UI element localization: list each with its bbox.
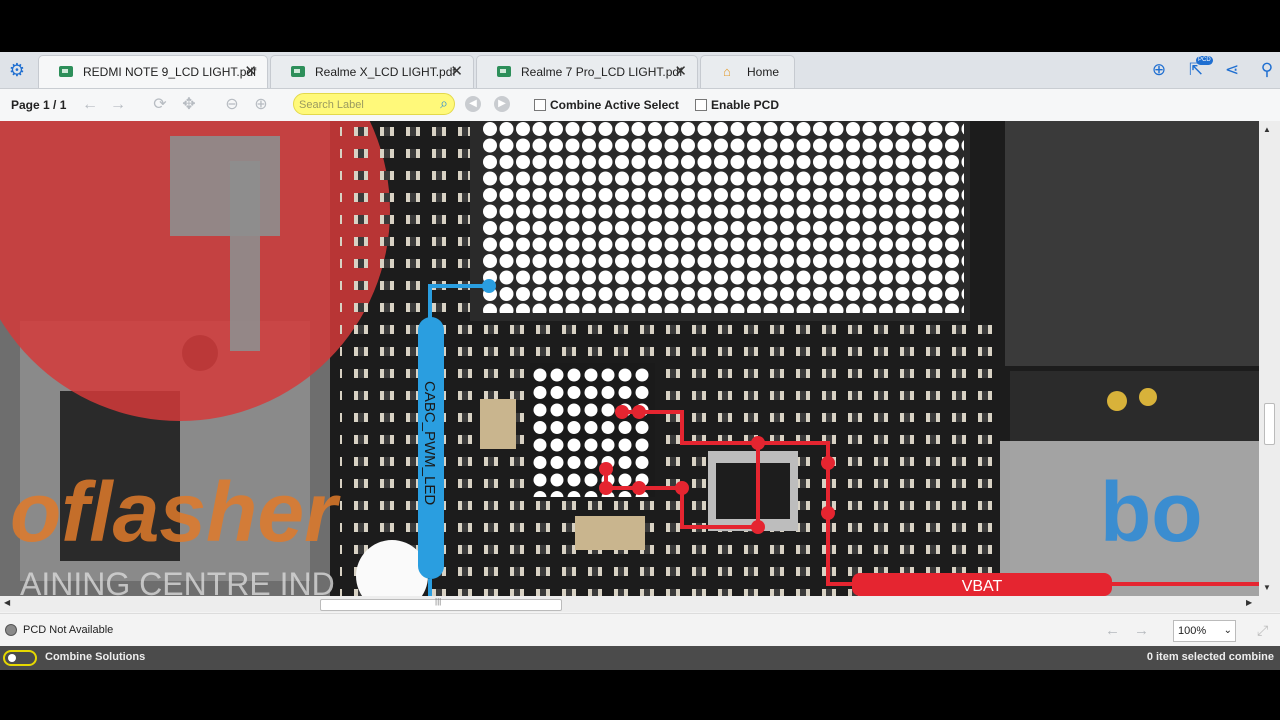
scroll-right-arrow-icon[interactable]: ▶ xyxy=(1246,598,1253,607)
toolbar: Page 1 / 1 ← → ⟳ ✥ ⊖ ⊕ ⌕ ◀ ▶ Combine Act… xyxy=(0,89,1280,122)
pdf-icon xyxy=(497,66,511,77)
combine-solutions-label: Combine Solutions xyxy=(45,651,146,663)
net-label-text: VBAT xyxy=(962,578,1003,595)
vertical-scrollbar[interactable]: ▲ ▼ xyxy=(1259,121,1280,596)
tab-home[interactable]: ⌂ Home xyxy=(700,55,795,88)
tab-bar: ⚙ REDMI NOTE 9_LCD LIGHT.pdf ✕ Realme X_… xyxy=(0,52,1280,89)
net-label-text: CABC_PWM_LED xyxy=(421,381,438,505)
bottom-bar: Combine Solutions 0 item selected combin… xyxy=(0,646,1280,670)
pcd-status-indicator xyxy=(5,624,17,636)
arrow-right-icon[interactable]: → xyxy=(110,96,126,113)
scroll-up-arrow-icon[interactable]: ▲ xyxy=(1263,125,1271,134)
chevron-down-icon: ⌄ xyxy=(1223,625,1232,636)
zoom-select[interactable]: 100% ⌄ xyxy=(1173,620,1236,642)
scroll-thumb[interactable]: ||| xyxy=(320,597,562,611)
document-viewer[interactable]: oflasher bo AINING CENTRE IND CABC_PWM_L… xyxy=(0,121,1259,596)
user-icon[interactable]: ⚲ xyxy=(1260,60,1274,79)
enable-pcd-checkbox[interactable]: Enable PCD xyxy=(695,98,779,112)
tab-label: Realme 7 Pro_LCD LIGHT.pdf xyxy=(521,65,683,79)
watermark-main: oflasher xyxy=(10,465,341,559)
checkbox-label: Enable PCD xyxy=(711,98,780,112)
scroll-left-arrow-icon[interactable]: ◀ xyxy=(4,598,11,607)
combine-selection-count: 0 item selected combine xyxy=(1146,651,1274,663)
horizontal-scrollbar[interactable]: ◀ ||| ▶ xyxy=(0,596,1259,612)
fullscreen-icon[interactable]: ⤢ xyxy=(1257,622,1269,638)
board-schematic-image: oflasher bo AINING CENTRE IND CABC_PWM_L… xyxy=(0,121,1259,596)
checkbox-box[interactable] xyxy=(534,99,546,111)
prev-result-icon[interactable]: ◀ xyxy=(465,96,481,112)
zoom-out-icon[interactable]: ⊖ xyxy=(225,96,239,113)
search-box[interactable]: ⌕ xyxy=(293,93,455,115)
net-label-vbat[interactable] xyxy=(852,573,1112,596)
tab-realme-7-pro[interactable]: Realme 7 Pro_LCD LIGHT.pdf ✕ xyxy=(476,55,698,88)
tab-redmi-note-9[interactable]: REDMI NOTE 9_LCD LIGHT.pdf ✕ xyxy=(38,55,268,88)
arrow-left-icon[interactable]: ← xyxy=(82,96,98,113)
pdf-icon xyxy=(291,66,305,77)
close-icon[interactable]: ✕ xyxy=(244,63,257,80)
tab-label: REDMI NOTE 9_LCD LIGHT.pdf xyxy=(83,65,257,79)
next-result-icon[interactable]: ▶ xyxy=(494,96,510,112)
pcd-export-icon[interactable]: ⇱PCD xyxy=(1188,56,1213,79)
rotate-icon[interactable]: ⟳ xyxy=(153,96,167,113)
combine-active-select-checkbox[interactable]: Combine Active Select xyxy=(534,98,679,112)
pan-icon[interactable]: ✥ xyxy=(182,96,196,113)
tab-realme-x[interactable]: Realme X_LCD LIGHT.pdf ✕ xyxy=(270,55,474,88)
pcd-badge: PCD xyxy=(1196,56,1213,65)
search-input[interactable] xyxy=(297,97,433,113)
history-forward-icon[interactable]: → xyxy=(1134,622,1149,639)
scroll-thumb[interactable] xyxy=(1264,403,1275,445)
page-indicator: Page 1 / 1 xyxy=(11,98,67,112)
search-icon[interactable]: ⌕ xyxy=(440,95,448,111)
pcd-status-text: PCD Not Available xyxy=(23,624,114,636)
share-icon[interactable]: ⋖ xyxy=(1224,60,1240,79)
pdf-icon xyxy=(59,66,73,77)
close-icon[interactable]: ✕ xyxy=(674,63,687,80)
combine-solutions-toggle[interactable] xyxy=(3,650,37,666)
scroll-corner xyxy=(1259,596,1280,612)
checkbox-label: Combine Active Select xyxy=(550,98,679,112)
zoom-value: 100% xyxy=(1178,625,1207,637)
settings-sliders-icon[interactable]: ⚙ xyxy=(8,60,26,80)
app-window: ⚙ REDMI NOTE 9_LCD LIGHT.pdf ✕ Realme X_… xyxy=(0,52,1280,670)
net-label-cabc-pwm-led[interactable] xyxy=(418,317,444,579)
watermark-sub: AINING CENTRE IND xyxy=(20,566,335,596)
tab-label: Home xyxy=(747,65,780,79)
checkbox-box[interactable] xyxy=(695,99,707,111)
status-bar: PCD Not Available ← → 100% ⌄ ⤢ xyxy=(0,613,1280,647)
tab-label: Realme X_LCD LIGHT.pdf xyxy=(315,65,456,79)
close-icon[interactable]: ✕ xyxy=(450,63,463,80)
grip-icon: ||| xyxy=(435,597,442,606)
globe-icon[interactable]: ⊕ xyxy=(1151,60,1167,79)
watermark-right: bo xyxy=(1100,465,1203,559)
zoom-in-icon[interactable]: ⊕ xyxy=(254,96,268,113)
history-back-icon[interactable]: ← xyxy=(1105,622,1120,639)
home-icon: ⌂ xyxy=(723,64,731,79)
scroll-down-arrow-icon[interactable]: ▼ xyxy=(1263,583,1271,592)
